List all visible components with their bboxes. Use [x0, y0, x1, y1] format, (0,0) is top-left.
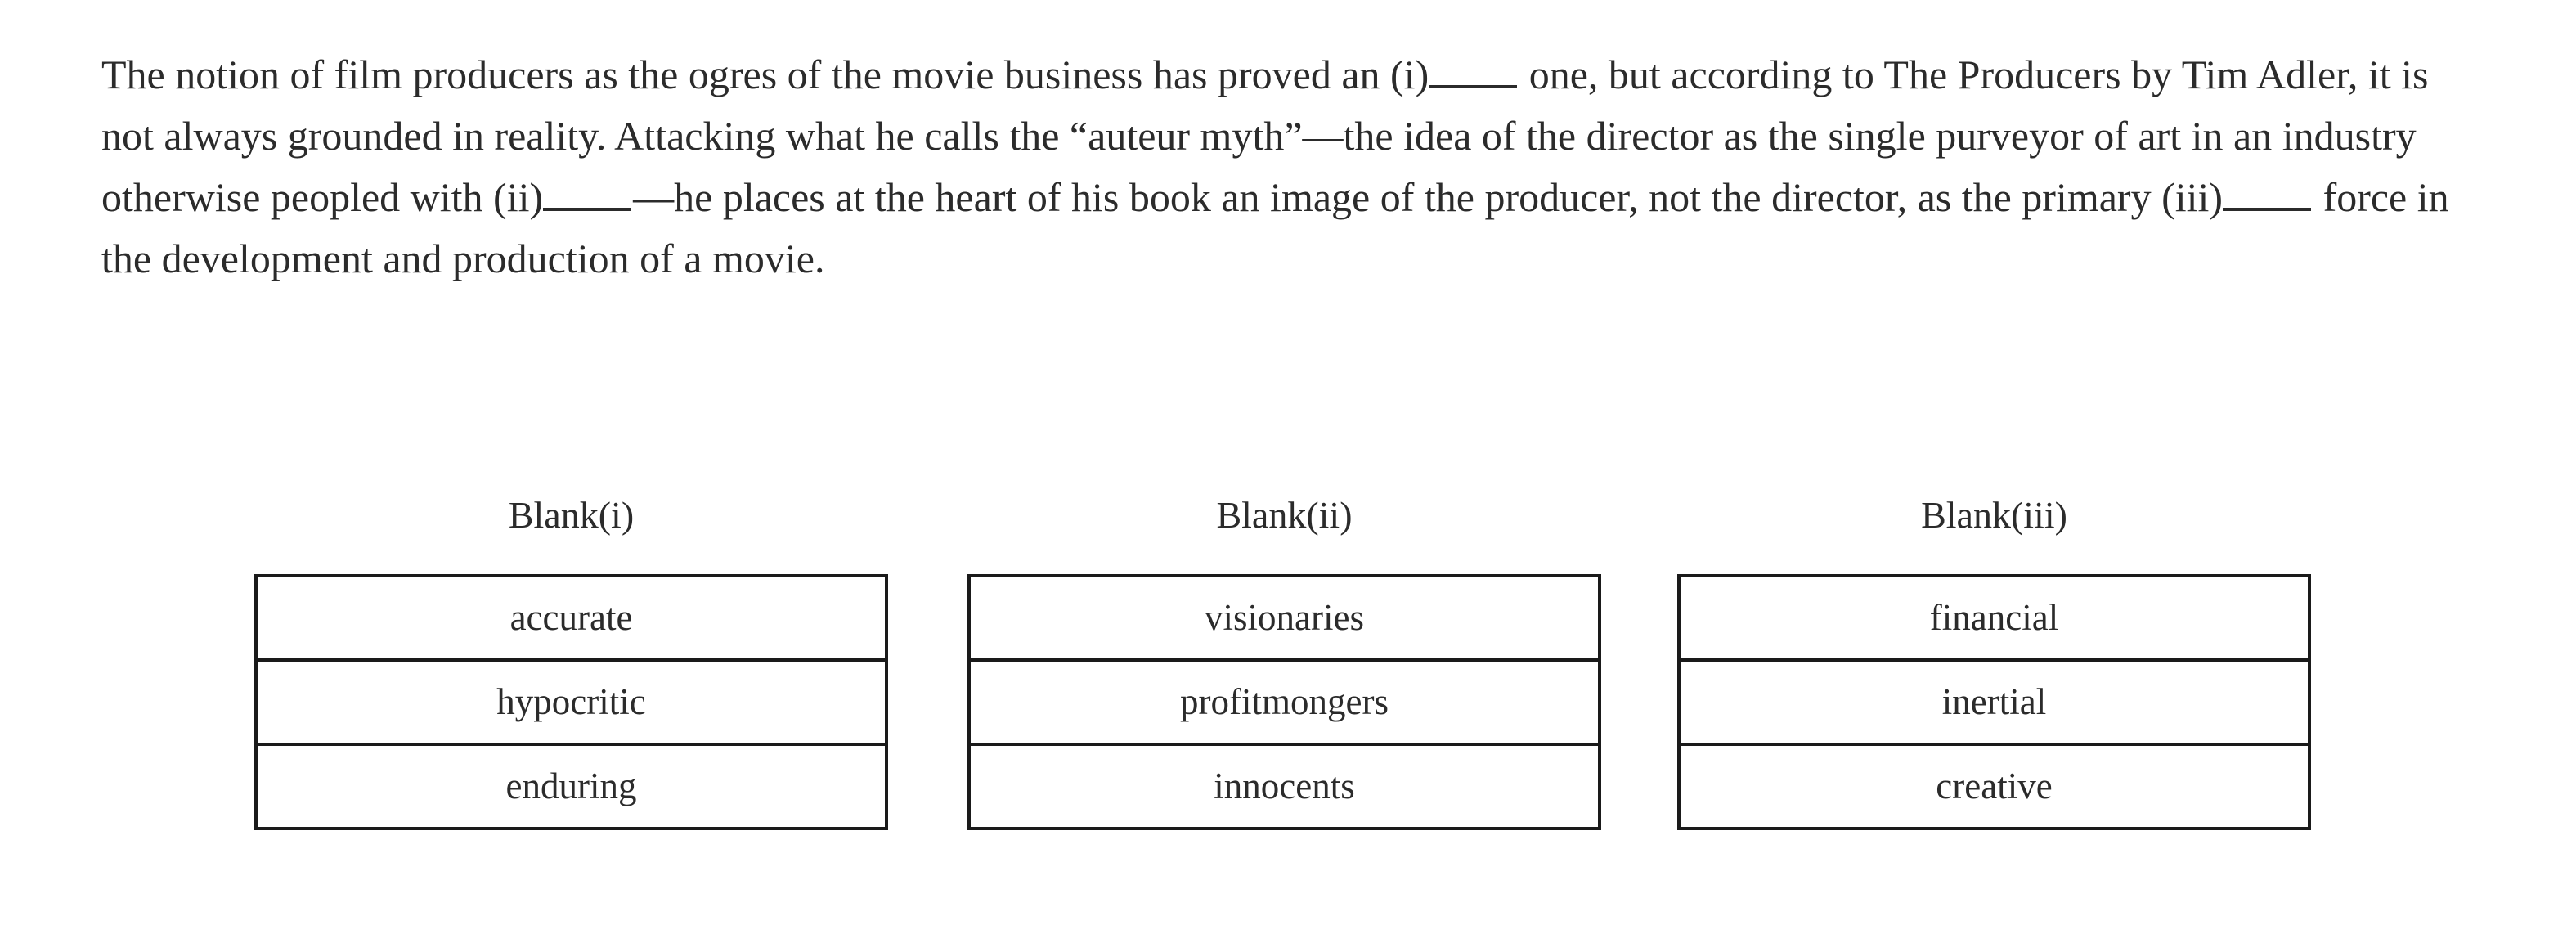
- passage-text-part-4: force in the development and production …: [101, 174, 2449, 281]
- blank-i-heading: Blank(i): [508, 494, 635, 536]
- blank-ii-underline: [543, 178, 632, 211]
- option-ii-1[interactable]: visionaries: [967, 574, 1601, 662]
- blank-i-underline: [1429, 56, 1518, 88]
- question-passage: The notion of film producers as the ogre…: [101, 44, 2465, 290]
- option-ii-3[interactable]: innocents: [967, 743, 1601, 830]
- passage-text-part-2: one, but according to The Producers by T…: [101, 52, 2429, 220]
- blank-ii-heading: Blank(ii): [1216, 494, 1353, 536]
- table-row[interactable]: inertial: [1677, 658, 2311, 746]
- table-row[interactable]: enduring: [254, 743, 888, 830]
- option-iii-1[interactable]: financial: [1677, 574, 2311, 662]
- option-iii-3[interactable]: creative: [1677, 743, 2311, 830]
- blank-iii-underline: [2223, 178, 2312, 211]
- table-row[interactable]: innocents: [967, 743, 1601, 830]
- passage-text-part-3: —he places at the heart of his book an i…: [633, 174, 2224, 220]
- table-row[interactable]: creative: [1677, 743, 2311, 830]
- blank-i-options-table: accurate hypocritic enduring: [254, 574, 888, 830]
- blank-iii-heading: Blank(iii): [1921, 494, 2067, 536]
- answer-choices-area: Blank(i) accurate hypocritic enduring Bl…: [0, 491, 2576, 900]
- table-row[interactable]: visionaries: [967, 574, 1601, 662]
- blank-ii-options-table: visionaries profitmongers innocents: [967, 574, 1601, 830]
- option-i-3[interactable]: enduring: [254, 743, 888, 830]
- blank-column-i: Blank(i) accurate hypocritic enduring: [254, 491, 888, 830]
- option-ii-2[interactable]: profitmongers: [967, 658, 1601, 746]
- option-iii-2[interactable]: inertial: [1677, 658, 2311, 746]
- option-i-1[interactable]: accurate: [254, 574, 888, 662]
- blank-iii-options-table: financial inertial creative: [1677, 574, 2311, 830]
- table-row[interactable]: accurate: [254, 574, 888, 662]
- table-row[interactable]: hypocritic: [254, 658, 888, 746]
- blank-column-ii: Blank(ii) visionaries profitmongers inno…: [967, 491, 1601, 830]
- table-row[interactable]: financial: [1677, 574, 2311, 662]
- blank-column-iii: Blank(iii) financial inertial creative: [1677, 491, 2311, 830]
- table-row[interactable]: profitmongers: [967, 658, 1601, 746]
- option-i-2[interactable]: hypocritic: [254, 658, 888, 746]
- passage-text-part-1: The notion of film producers as the ogre…: [101, 52, 1429, 97]
